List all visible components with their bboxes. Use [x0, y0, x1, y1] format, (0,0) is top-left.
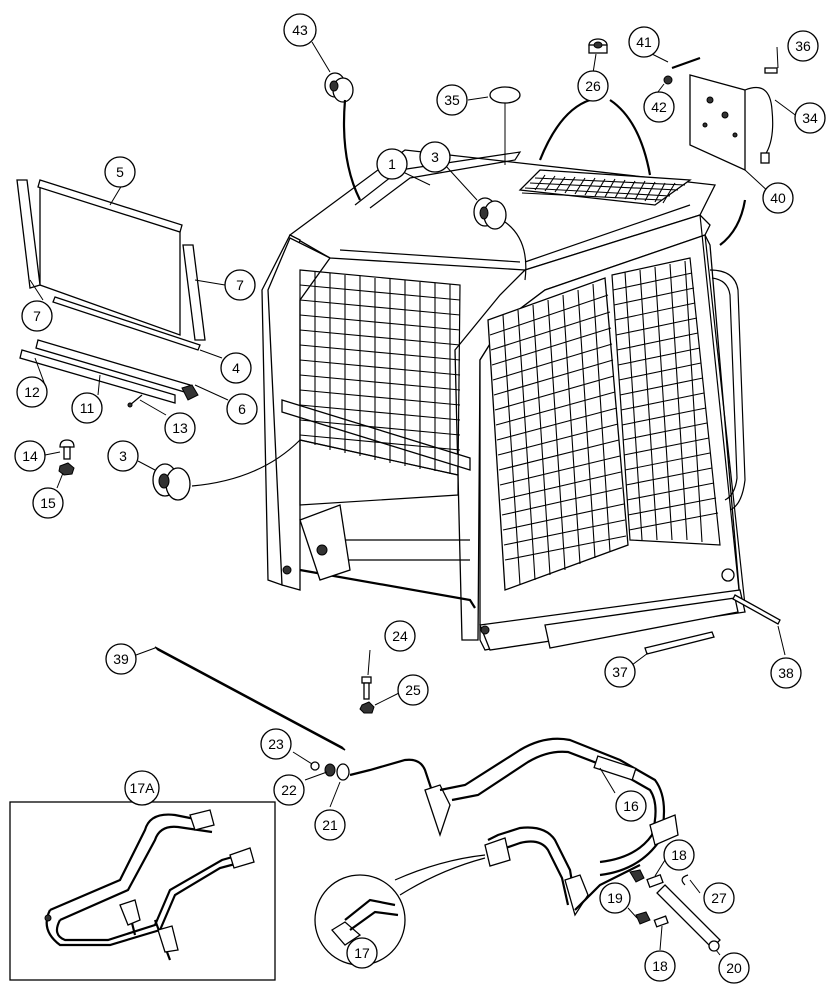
callout-1: 1: [376, 148, 408, 180]
svg-text:18: 18: [671, 847, 687, 863]
svg-text:18: 18: [652, 958, 668, 974]
roof-vent: [518, 169, 692, 206]
callout-27: 27: [703, 882, 735, 914]
svg-text:27: 27: [711, 890, 727, 906]
svg-text:11: 11: [80, 400, 95, 416]
callout-37: 37: [604, 656, 636, 688]
callout-42: 42: [643, 91, 675, 123]
callout-40: 40: [762, 182, 794, 214]
callout-24: 24: [384, 620, 416, 652]
svg-text:1: 1: [388, 156, 396, 172]
callout-21: 21: [314, 809, 346, 841]
svg-text:3: 3: [119, 448, 127, 464]
leader-lines: [29, 41, 803, 956]
svg-text:21: 21: [322, 817, 338, 833]
svg-text:13: 13: [172, 420, 188, 436]
svg-text:23: 23: [268, 736, 284, 752]
svg-text:24: 24: [392, 628, 408, 644]
callout-22: 22: [273, 774, 305, 806]
plate-40: [689, 74, 746, 172]
callout-12: 12: [16, 376, 48, 408]
callout-3-lower: 3: [107, 440, 139, 472]
svg-text:19: 19: [607, 890, 623, 906]
detail-17A-inset: [9, 801, 276, 981]
svg-text:16: 16: [623, 798, 639, 814]
svg-text:20: 20: [726, 960, 742, 976]
svg-text:38: 38: [778, 665, 794, 681]
svg-text:5: 5: [116, 164, 124, 180]
right-side-screen: [611, 257, 721, 546]
window-channel-11: [19, 349, 176, 404]
callout-14: 14: [14, 440, 46, 472]
callout-16: 16: [615, 790, 647, 822]
callout-35: 35: [436, 84, 468, 116]
callout-7-left: 7: [21, 300, 53, 332]
svg-text:14: 14: [22, 448, 38, 464]
svg-text:15: 15: [40, 495, 56, 511]
callout-17: 17: [346, 937, 378, 969]
callout-18-lower: 18: [644, 950, 676, 982]
svg-text:43: 43: [292, 22, 308, 38]
callout-41: 41: [628, 26, 660, 58]
window-seal-4: [52, 296, 201, 351]
callout-7-right: 7: [224, 269, 256, 301]
callout-20: 20: [718, 952, 750, 984]
front-door-screen: [487, 277, 629, 591]
lower-parts: [154, 646, 721, 966]
loose-hardware: [58, 38, 781, 655]
callout-5: 5: [104, 156, 136, 188]
window-kit: [16, 179, 206, 408]
svg-text:41: 41: [636, 34, 652, 50]
svg-text:7: 7: [33, 308, 41, 324]
svg-text:12: 12: [24, 384, 40, 400]
callout-4: 4: [220, 352, 252, 384]
svg-text:22: 22: [281, 782, 297, 798]
svg-text:37: 37: [612, 664, 628, 680]
callout-17A: 17A: [124, 770, 160, 806]
callout-38: 38: [770, 657, 802, 689]
window-top-strip: [37, 179, 183, 233]
callout-18-upper: 18: [663, 839, 695, 871]
svg-text:17A: 17A: [130, 780, 156, 796]
callout-26: 26: [577, 70, 609, 102]
svg-text:7: 7: [236, 277, 244, 293]
callout-34: 34: [794, 102, 826, 134]
svg-text:40: 40: [770, 190, 786, 206]
callout-36: 36: [787, 30, 819, 62]
svg-text:35: 35: [444, 92, 460, 108]
callout-11: 11: [71, 392, 103, 424]
callout-6: 6: [226, 393, 258, 425]
svg-text:34: 34: [802, 110, 818, 126]
callout-15: 15: [32, 487, 64, 519]
svg-text:17: 17: [354, 945, 370, 961]
svg-text:42: 42: [651, 99, 667, 115]
svg-text:26: 26: [585, 78, 601, 94]
cab-frame: [261, 149, 746, 651]
window-side-seal-left: [16, 179, 41, 289]
rod-39: [154, 646, 346, 751]
callout-3-upper: 3: [419, 141, 451, 173]
svg-text:25: 25: [405, 682, 421, 698]
seat-bar-16: [349, 737, 679, 917]
left-side-screen: [299, 269, 461, 506]
svg-text:39: 39: [113, 651, 129, 667]
latch-13: [181, 384, 199, 401]
callout-13: 13: [164, 412, 196, 444]
callout-23: 23: [260, 728, 292, 760]
window-side-seal-right: [182, 244, 206, 341]
svg-text:36: 36: [795, 38, 811, 54]
svg-text:3: 3: [431, 149, 439, 165]
callout-25: 25: [397, 674, 429, 706]
callout-43: 43: [283, 13, 317, 47]
callout-19: 19: [599, 882, 631, 914]
svg-text:4: 4: [232, 360, 240, 376]
svg-text:6: 6: [238, 401, 246, 417]
callout-39: 39: [105, 643, 137, 675]
